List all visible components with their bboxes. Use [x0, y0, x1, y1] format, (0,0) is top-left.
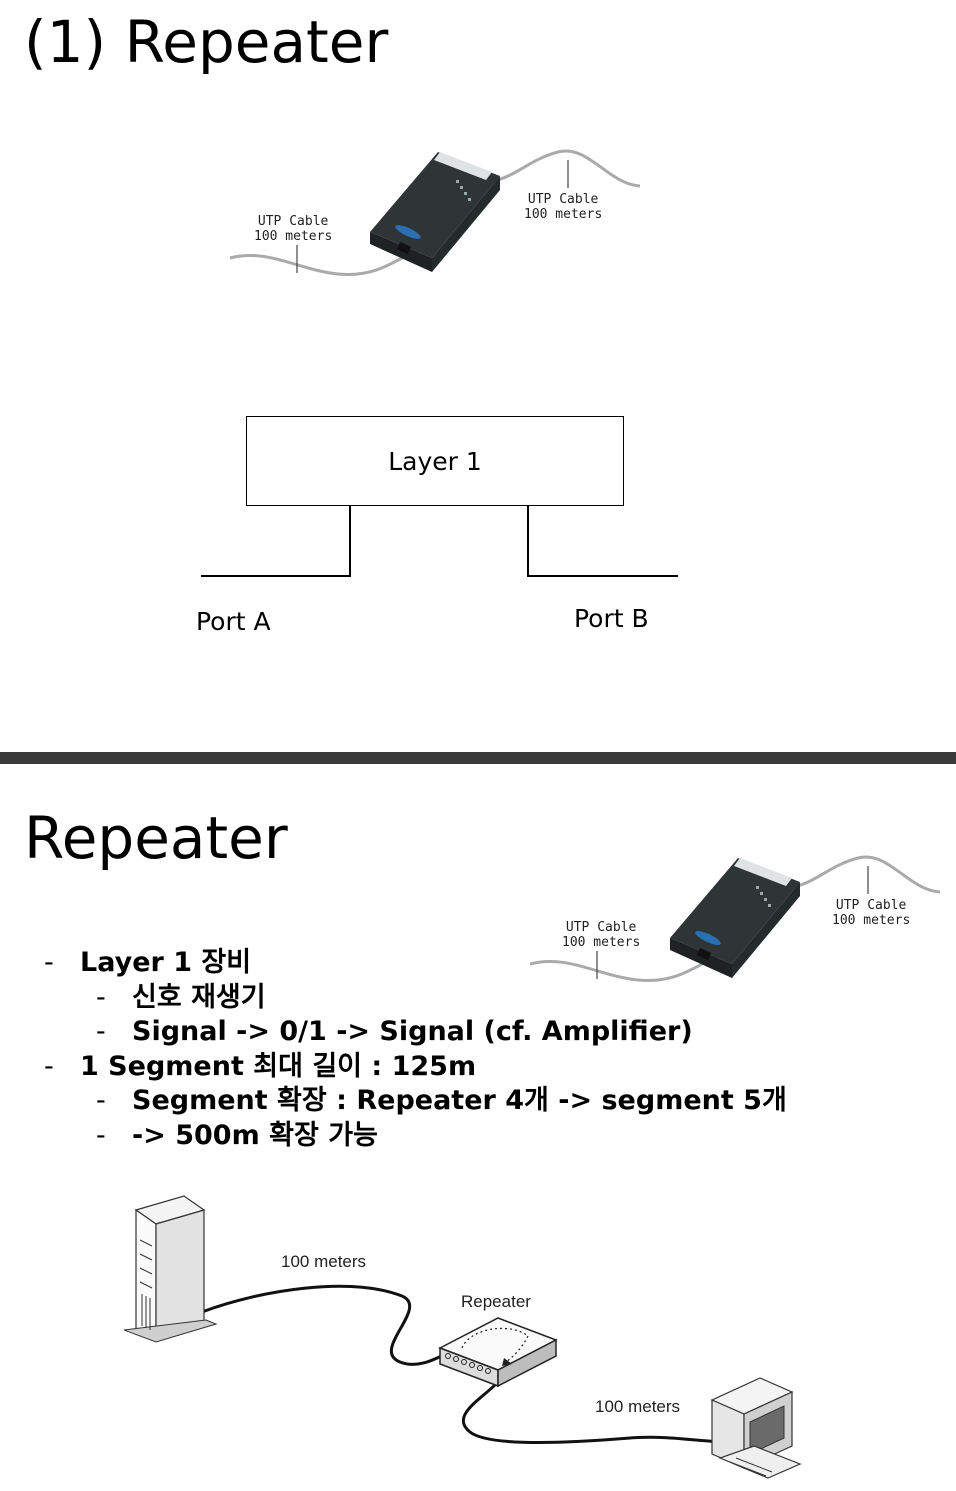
port-a-vertical-line [349, 506, 351, 576]
cable-label-line2: 100 meters [562, 935, 641, 950]
repeater-label: Repeater [461, 1292, 531, 1311]
bullet-text: 1 Segment 최대 길이 : 125m [80, 1050, 477, 1082]
slide1-title: (1) Repeater [24, 8, 389, 76]
port-a-label: Port A [196, 607, 271, 636]
bullet-subitem: -Segment 확장 : Repeater 4개 -> segment 5개 [44, 1084, 787, 1119]
left-cable-label: UTP Cable 100 meters [562, 920, 640, 950]
network-illustration: 100 meters Repeater 100 meters [110, 1180, 810, 1480]
extender-device-icon [370, 152, 500, 272]
utp-cable-illustration [229, 149, 641, 277]
bullet-dash: - [96, 1119, 106, 1151]
bullet-text: -> 500m 확장 가능 [132, 1119, 378, 1151]
repeater-hub-icon [438, 1317, 558, 1388]
layer1-box: Layer 1 [246, 416, 624, 506]
bottom-distance-label: 100 meters [595, 1397, 681, 1416]
bullet-dash: - [44, 1050, 54, 1082]
repeater-device-image: UTP Cable 100 meters UTP Cable 100 meter… [228, 140, 648, 290]
cable-label-line2: 100 meters [254, 229, 333, 244]
port-b-label: Port B [574, 604, 649, 633]
extender-device-icon [670, 858, 800, 978]
bullet-text: Layer 1 장비 [80, 947, 252, 978]
slide2-title: Repeater [24, 804, 288, 872]
cable-label-line1: UTP Cable [257, 214, 329, 229]
server-icon [123, 1195, 218, 1343]
cable-label-line1: UTP Cable [835, 898, 907, 913]
bullet-text: Segment 확장 : Repeater 4개 -> segment 5개 [132, 1085, 787, 1116]
left-cable-label: UTP Cable 100 meters [254, 214, 332, 244]
bullet-text: 신호 재생기 [132, 981, 266, 1013]
bullet-subitem: --> 500m 확장 가능 [44, 1119, 787, 1154]
right-cable-label: UTP Cable 100 meters [832, 898, 910, 928]
slide-divider [0, 752, 956, 764]
cable-label-line1: UTP Cable [527, 192, 599, 207]
cable-label-line2: 100 meters [832, 913, 911, 928]
repeater-device-image: UTP Cable 100 meters UTP Cable 100 meter… [528, 846, 948, 996]
bullet-item: -1 Segment 최대 길이 : 125m [44, 1050, 787, 1085]
bullet-subitem: -신호 재생기 [44, 981, 787, 1016]
utp-cable-illustration [529, 855, 941, 983]
bullet-dash: - [96, 1016, 106, 1047]
cable-label-line2: 100 meters [524, 207, 603, 222]
right-cable-label: UTP Cable 100 meters [524, 192, 602, 222]
port-a-horizontal-line [201, 575, 351, 577]
network-drawing [123, 1195, 802, 1479]
bullet-dash: - [44, 947, 54, 978]
bullet-item: -Layer 1 장비 [44, 946, 787, 981]
bullet-text: Signal -> 0/1 -> Signal (cf. Amplifier) [132, 1016, 693, 1047]
port-b-vertical-line [527, 506, 529, 576]
layer1-label: Layer 1 [388, 446, 482, 476]
port-b-horizontal-line [527, 575, 678, 577]
top-distance-label: 100 meters [281, 1252, 367, 1271]
computer-icon [710, 1377, 802, 1479]
bullet-list: -Layer 1 장비 -신호 재생기 -Signal -> 0/1 -> Si… [44, 946, 787, 1153]
bullet-dash: - [96, 981, 106, 1013]
bullet-dash: - [96, 1085, 106, 1116]
cable-label-line1: UTP Cable [565, 920, 637, 935]
bullet-subitem: -Signal -> 0/1 -> Signal (cf. Amplifier) [44, 1015, 787, 1050]
